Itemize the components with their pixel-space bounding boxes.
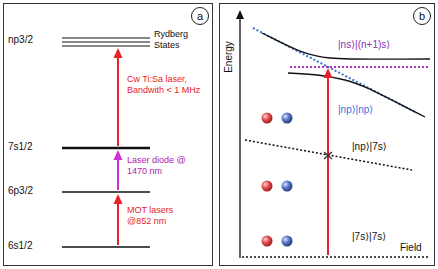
potential-curves [245,28,430,170]
level-name: 6s1/2 [8,240,58,252]
level-name: np3/2 [8,34,58,46]
state-label: |np⟩|np⟩ [338,104,398,116]
panel-frame [220,4,435,266]
axis-label: Energy [223,32,235,82]
laser-label: Laser diode @ 1470 nm [127,155,189,177]
state-label: |ns⟩|(n+1)s⟩ [338,39,418,51]
laser-label: Cw Ti:Sa laser, Bandwith < 1 MHz [127,74,209,96]
level-name: 6p3/2 [8,185,58,197]
panel-letter-text: b [419,11,425,22]
laser-label: MOT lasers @852 nm [127,205,189,227]
axes [236,10,428,258]
energy-levels [62,38,150,247]
atom-pairs [262,113,293,247]
panel-letter: a [191,7,209,25]
state-label: |np⟩|7s⟩ [352,141,412,153]
level-name: Rydberg States [154,29,204,51]
excitation-arrow [324,68,333,255]
panel-frame [4,4,213,266]
panel-letter: b [413,7,431,25]
axis-label: Field [400,242,430,254]
state-label: |7s⟩|7s⟩ [352,231,402,243]
laser-arrows [114,48,123,245]
level-name: 7s1/2 [8,141,58,153]
panel-letter-text: a [197,11,203,22]
